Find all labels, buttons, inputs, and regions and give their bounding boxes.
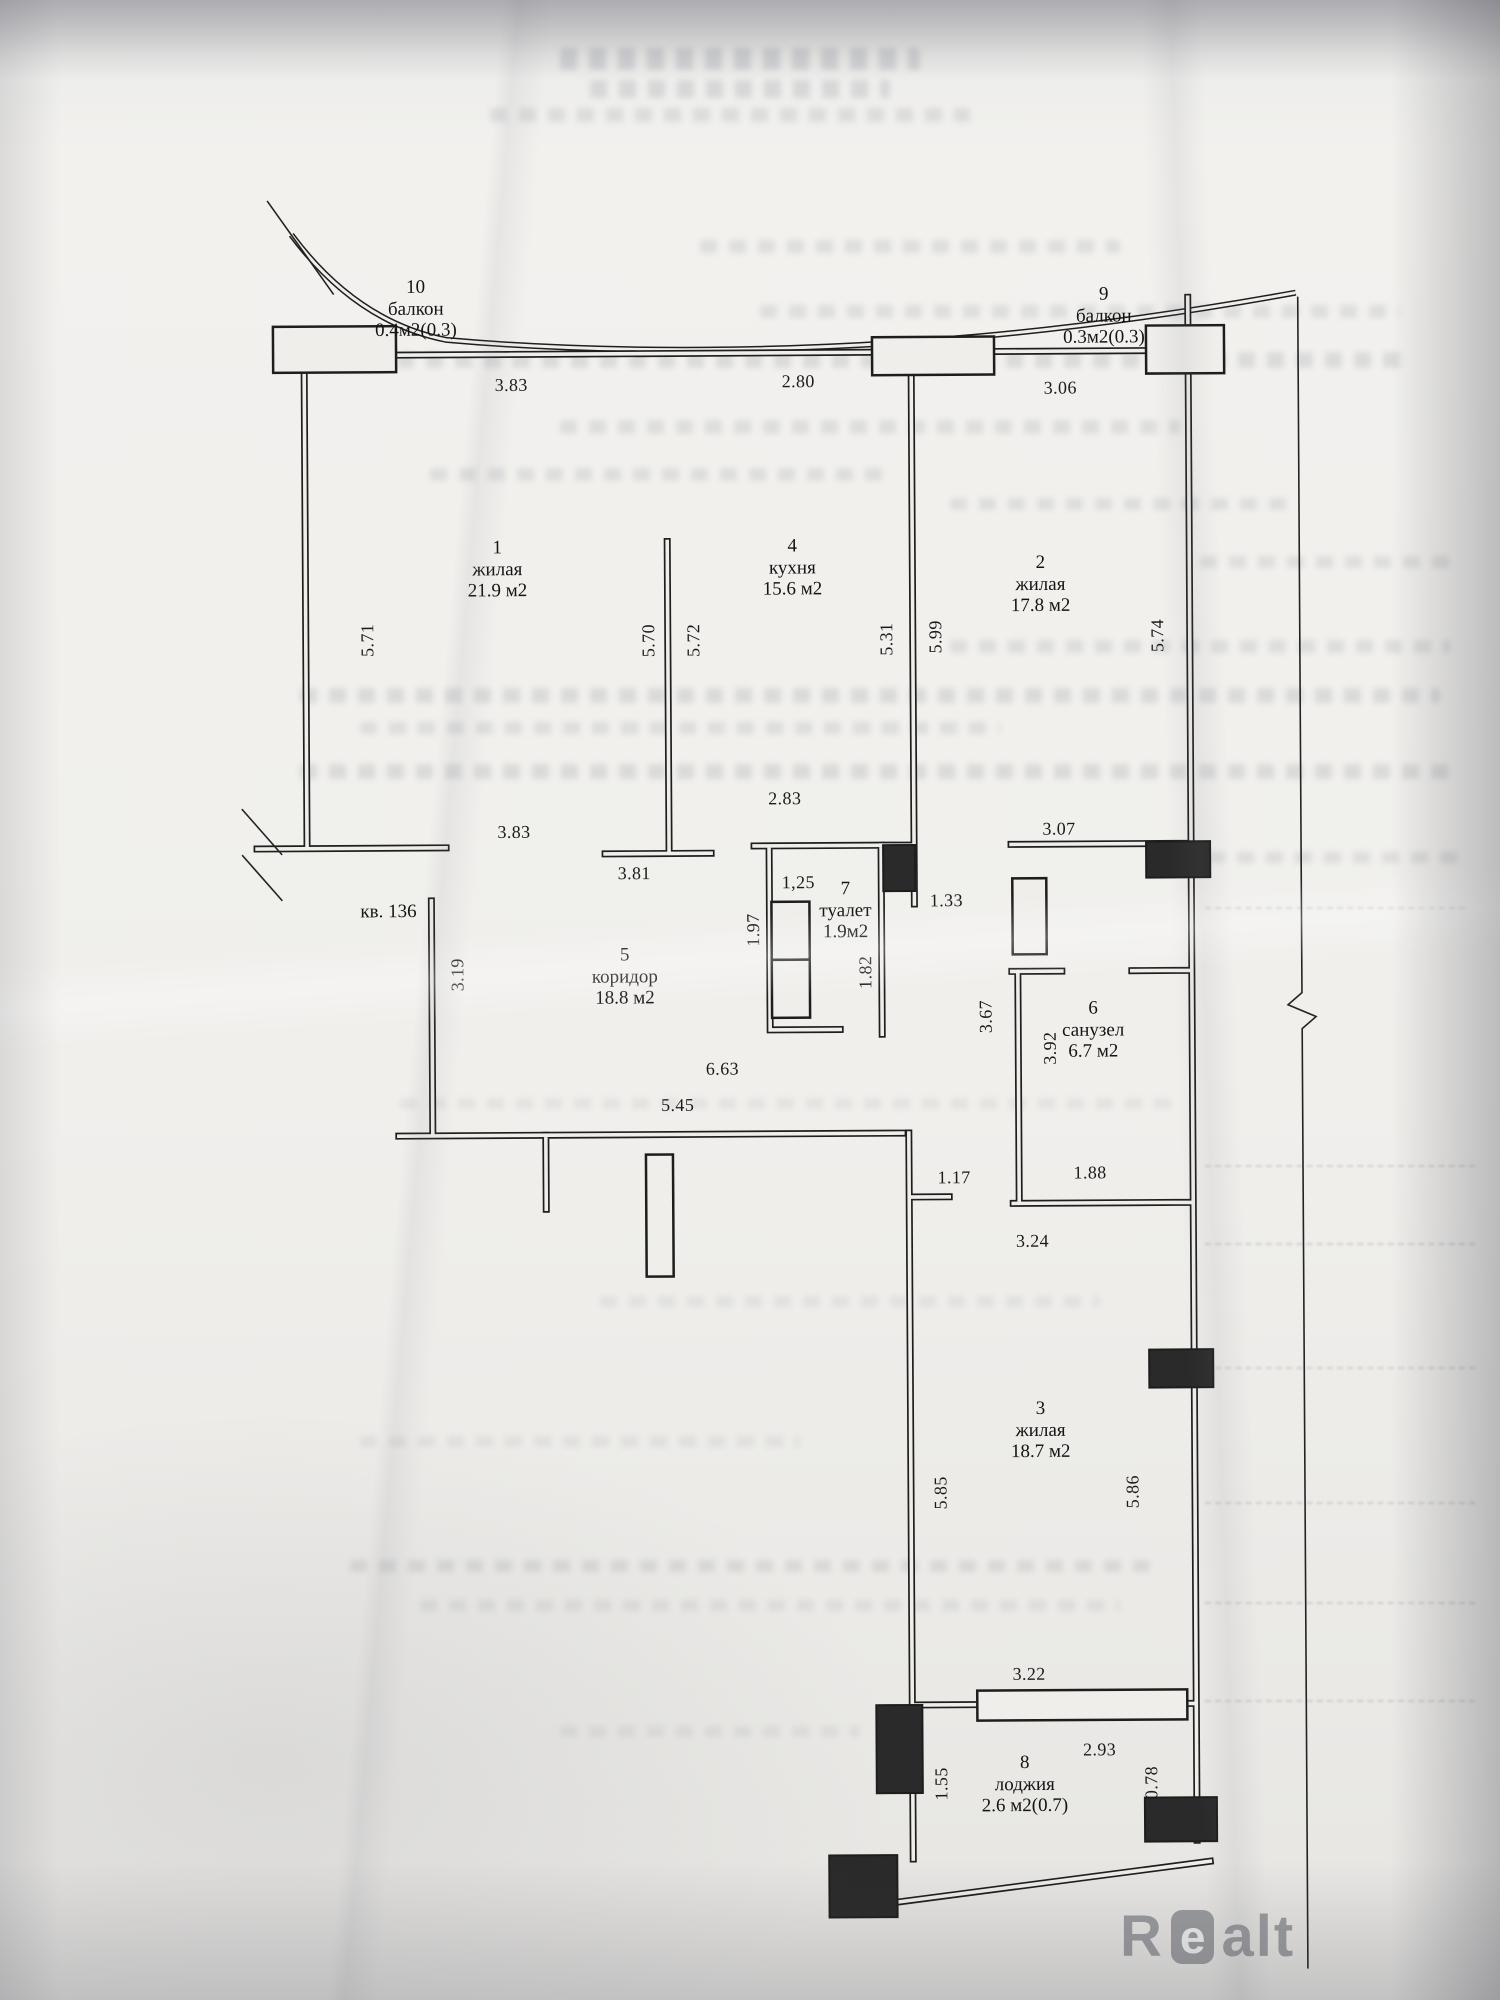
loggia-window xyxy=(975,1688,1189,1722)
shaft-bathroom xyxy=(1011,876,1048,956)
apartment-number-label: кв. 136 xyxy=(360,901,417,923)
room-number: 3 xyxy=(1035,1397,1046,1420)
room-label-corridor-5: 5 коридор 18.8 м2 xyxy=(592,944,659,1009)
balcony-curve-wall xyxy=(288,232,1297,353)
room-name: санузел xyxy=(1062,1018,1125,1041)
dim-corridor-length-1: 6.63 xyxy=(705,1058,740,1079)
room-name: кухня xyxy=(768,556,816,579)
shaft-toilet-upper xyxy=(770,900,812,962)
room-area: 21.9 м2 xyxy=(467,580,528,602)
room-area: 2.6 м2(0.7) xyxy=(981,1794,1069,1817)
dim-bath-height: 3.92 xyxy=(1039,1031,1060,1065)
room-label-balcony-9: 9 балкон 0.3м2(0.3) xyxy=(1063,283,1145,348)
dim-room3-height-left: 5.85 xyxy=(930,1476,951,1510)
dim-room2-width-bottom: 3.07 xyxy=(1042,818,1076,839)
pier-right-wall-middle xyxy=(1148,1348,1215,1389)
room-number: 9 xyxy=(1098,283,1109,305)
room-name: лоджия xyxy=(994,1773,1055,1795)
room-label-living-1: 1 жилая 21.9 м2 xyxy=(467,537,528,602)
room-area: 17.8 м2 xyxy=(1010,594,1071,617)
watermark-letter: R xyxy=(1120,1904,1164,1969)
vent-block-toilet xyxy=(882,843,917,893)
piers-and-shafts xyxy=(271,323,1226,1919)
room-name: балкон xyxy=(1075,304,1132,327)
dim-room1-height-right: 5.70 xyxy=(638,623,659,658)
room-number: 1 xyxy=(492,537,503,559)
room-area: 0.3м2(0.3) xyxy=(1063,326,1145,348)
room-label-bathroom-6: 6 санузел 6.7 м2 xyxy=(1062,997,1125,1062)
dim-room2-width-top: 3.06 xyxy=(1043,377,1077,398)
room-label-loggia-8: 8 лоджия 2.6 м2(0.7) xyxy=(981,1752,1069,1817)
room-name: туалет xyxy=(819,899,872,921)
realt-watermark: R e alt xyxy=(1120,1908,1295,1966)
room-number: 7 xyxy=(840,878,851,900)
dim-room3-height-right: 5.86 xyxy=(1122,1475,1143,1509)
walls xyxy=(253,293,1224,1912)
shaft-toilet-lower xyxy=(770,958,812,1020)
room-label-toilet-7: 7 туалет 1.9м2 xyxy=(819,878,872,943)
room-label-balcony-10: 10 балкон 0.4м2(0.3) xyxy=(375,277,457,342)
room-number: 2 xyxy=(1035,551,1046,573)
column-corridor xyxy=(644,1153,675,1278)
room-area: 0.4м2(0.3) xyxy=(374,319,457,342)
room-number: 6 xyxy=(1088,997,1098,1019)
dim-passage-width: 3.24 xyxy=(1015,1230,1050,1251)
dim-loggia-width-top: 3.22 xyxy=(1012,1663,1046,1684)
room-area: 18.8 м2 xyxy=(595,987,655,1009)
dim-loggia-window-width: 2.93 xyxy=(1082,1739,1117,1760)
room-label-kitchen-4: 4 кухня 15.6 м2 xyxy=(762,535,823,600)
dim-room1-width-bottom: 3.83 xyxy=(497,821,531,843)
room-name: жилая xyxy=(1015,573,1066,595)
room-name: жилая xyxy=(472,558,523,580)
dim-room2-height-left: 5.99 xyxy=(925,620,946,654)
room-number: 8 xyxy=(1019,1752,1030,1774)
dim-corridor-length-2: 5.45 xyxy=(661,1094,695,1116)
room-area: 6.7 м2 xyxy=(1068,1040,1119,1062)
dim-door-room2-width: 1.33 xyxy=(929,890,964,911)
dim-kitchen-height-right: 5.31 xyxy=(876,622,897,656)
room-label-living-3: 3 жилая 18.7 м2 xyxy=(1011,1398,1071,1463)
watermark-letters: alt xyxy=(1221,1904,1296,1969)
dim-door-room3-width: 1.17 xyxy=(937,1167,971,1188)
pier-top-left xyxy=(271,324,398,375)
watermark-badge-e: e xyxy=(1170,1910,1215,1964)
pier-loggia-bottom xyxy=(828,1854,899,1919)
dim-loggia-height-right: 0.78 xyxy=(1141,1765,1162,1800)
dim-loggia-height-left: 1.55 xyxy=(931,1767,952,1801)
room-name: балкон xyxy=(387,298,444,320)
dim-kitchen-width-top: 2.80 xyxy=(781,371,815,392)
dim-kitchen-height-left: 5.72 xyxy=(683,623,704,657)
dim-toilet-width: 1,25 xyxy=(781,872,815,893)
axis-and-hatch-lines xyxy=(241,200,1318,1969)
room-area: 1.9м2 xyxy=(822,921,869,943)
dim-toilet-height-left: 1.97 xyxy=(742,913,764,947)
room-name: коридор xyxy=(591,965,658,988)
dim-toilet-height-right: 1.82 xyxy=(855,955,876,989)
room-area: 15.6 м2 xyxy=(762,578,823,600)
pier-right-wall-upper xyxy=(1145,840,1212,879)
room-number: 5 xyxy=(619,944,630,966)
dim-corridor-wall-height: 3.19 xyxy=(447,958,468,992)
room-number: 4 xyxy=(787,535,798,557)
dim-corridor-top-width: 3.81 xyxy=(617,863,651,884)
dim-room2-height-right: 5.74 xyxy=(1147,618,1168,653)
room-name: жилая xyxy=(1015,1419,1066,1441)
dim-bath-outer-height: 3.67 xyxy=(975,999,996,1034)
room-label-living-2: 2 жилая 17.8 м2 xyxy=(1011,552,1071,617)
pier-right-wall-bottom xyxy=(1143,1796,1219,1843)
dim-kitchen-width-bottom: 2.83 xyxy=(768,788,802,809)
pier-top-middle xyxy=(870,335,996,377)
pier-loggia-left xyxy=(875,1703,924,1795)
room-area: 18.7 м2 xyxy=(1010,1440,1071,1463)
room-number: 10 xyxy=(406,276,426,298)
pier-top-right xyxy=(1144,323,1226,375)
dim-room1-width-top: 3.83 xyxy=(494,374,528,396)
dim-bath-width-bottom: 1.88 xyxy=(1073,1162,1107,1183)
dim-room1-height-left: 5.71 xyxy=(357,623,378,657)
